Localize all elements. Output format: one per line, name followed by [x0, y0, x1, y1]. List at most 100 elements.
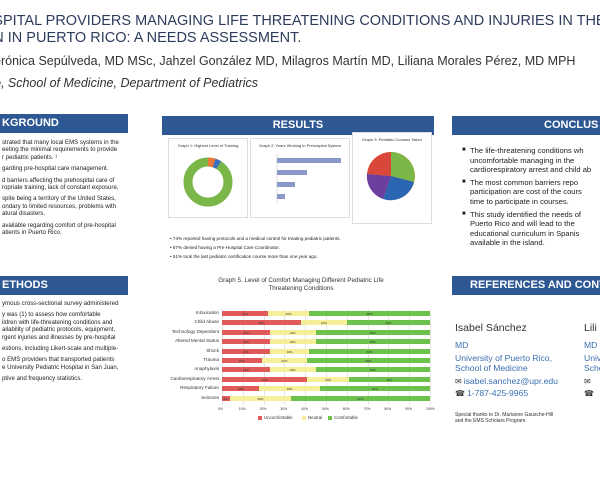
email-icon: ✉: [455, 377, 462, 386]
bar-segment-uncomfortable: [222, 320, 302, 326]
legend-label: Neutral: [308, 415, 323, 420]
category-label: Anaphylaxis: [194, 366, 219, 372]
category-label: Trauma: [203, 357, 219, 362]
bar-segment-comfortable: [309, 311, 430, 316]
acknowledgements: Special thanks to Dr. Marianne Gausche-H…: [455, 412, 554, 424]
contact-email[interactable]: ✉isabel.sanchez@upr.edu: [455, 376, 558, 386]
contact-name: Isabel Sánchez: [455, 322, 527, 334]
bar-segment-comfortable: [348, 376, 430, 382]
contact2-institution: Univ Scho: [584, 353, 600, 373]
graph2-panel: Graph 2: Years Working in Prehospital Sy…: [250, 138, 350, 218]
graph2-bars: [276, 154, 341, 203]
graph1-title: Graph 1: Highest Level of Training: [177, 143, 239, 148]
bar-segment-comfortable: [309, 348, 430, 354]
category-label: Child Abuse: [194, 319, 219, 325]
bar-segment-comfortable: [290, 395, 430, 401]
gridline: [222, 309, 223, 405]
data-label: 29%: [257, 396, 264, 401]
bar-segment-uncomfortable: [222, 311, 268, 316]
results-header: RESULTS: [162, 116, 434, 135]
contact2-name: Lili: [584, 322, 597, 334]
data-label: 23%: [242, 349, 249, 354]
bar-segment-neutral: [269, 339, 316, 345]
conclusions-list: The life-threatening conditions wh uncom…: [462, 146, 600, 251]
bar-segment-comfortable: [315, 329, 430, 335]
x-tick-label: 10%: [238, 407, 246, 411]
data-label: 38%: [258, 321, 265, 326]
legend-swatch: [258, 416, 262, 420]
affiliation: o, School of Medicine, Department of Ped…: [0, 76, 259, 90]
data-label: 19%: [238, 359, 245, 363]
bar-segment-neutral: [261, 358, 308, 363]
references-header: REFERENCES AND CONT: [452, 276, 600, 295]
bar-segment-neutral: [301, 320, 347, 326]
contact-degree: MD: [455, 340, 469, 350]
data-label: 53%: [371, 387, 378, 392]
graph3-panel: Graph 3: Pediatric Courses Taken: [352, 132, 432, 224]
graph2-title: Graph 2: Years Working in Prehospital Sy…: [258, 143, 342, 148]
data-label: 23%: [242, 368, 249, 373]
gridline: [305, 309, 307, 405]
graph3-pie: [366, 151, 415, 201]
bar-segment-uncomfortable: [222, 367, 270, 373]
x-tick-label: 60%: [342, 407, 350, 411]
graph5-title: Graph 5. Level of Comfort Managing Diffe…: [218, 277, 384, 292]
bar-segment-comfortable: [346, 320, 430, 326]
bar-segment-neutral: [307, 376, 349, 382]
phone-icon: ☎: [455, 389, 465, 398]
bar-segment-neutral: [259, 386, 320, 392]
data-label: 39%: [386, 377, 393, 382]
graph1-panel: Graph 1: Highest Level of Training: [168, 138, 248, 218]
category-label: Shock: [206, 347, 219, 353]
bar-segment-uncomfortable: [222, 376, 308, 382]
contact2-phone: ☎: [584, 388, 596, 399]
gridline: [326, 309, 327, 405]
data-label: 4%: [223, 396, 228, 401]
x-tick-label: 90%: [405, 407, 412, 411]
data-label: 55%: [369, 340, 376, 345]
bar-segment-uncomfortable: [222, 348, 270, 354]
data-label: 29%: [286, 387, 293, 392]
data-label: 55%: [369, 330, 376, 335]
data-label: 40%: [385, 321, 392, 326]
data-label: 59%: [365, 359, 372, 363]
authors: erónica Sepúlveda, MD MSc, Jahzel Gonzál…: [0, 54, 576, 68]
category-label: Technology Dependent: [172, 328, 219, 334]
legend-swatch: [302, 416, 306, 420]
data-label: 22%: [320, 321, 327, 326]
data-label: 18%: [237, 387, 244, 392]
bar-segment-uncomfortable: [222, 395, 231, 401]
data-label: 19%: [286, 349, 293, 354]
gridline: [367, 309, 369, 405]
x-tick-label: 40%: [301, 407, 308, 411]
x-tick-label: 100%: [426, 407, 435, 411]
legend-swatch: [328, 416, 332, 420]
email-icon: ✉: [584, 377, 591, 386]
category-label: Intoxication: [195, 310, 219, 315]
data-label: 58%: [366, 312, 373, 316]
methods-header: ETHODS: [0, 276, 128, 295]
data-label: 67%: [357, 396, 364, 401]
contact2-email: ✉: [584, 376, 593, 387]
legend-label: Uncomfortable: [264, 415, 293, 420]
graph1-donut: [183, 157, 233, 207]
graph3-title: Graph 3: Pediatric Courses Taken: [362, 137, 422, 142]
conclusions-header: CONCLUS: [452, 116, 600, 135]
bar-segment-comfortable: [315, 339, 430, 345]
data-label: 22%: [289, 340, 296, 345]
gridline: [388, 309, 390, 405]
data-label: 20%: [285, 312, 292, 316]
data-label: 20%: [325, 377, 332, 382]
x-tick-label: 30%: [280, 407, 288, 411]
bar-segment-neutral: [267, 311, 310, 316]
bar-segment-uncomfortable: [222, 329, 270, 335]
data-label: 22%: [289, 368, 296, 373]
category-label: Respiratory Failure: [180, 385, 219, 391]
contact-phone: ☎1-787-425-9965: [455, 388, 529, 398]
gridline: [284, 309, 286, 405]
category-label: Seizures: [201, 394, 219, 400]
gridline: [430, 309, 431, 405]
bar-segment-uncomfortable: [222, 339, 270, 345]
x-tick-label: 80%: [384, 407, 392, 411]
data-label: 22%: [289, 330, 296, 335]
